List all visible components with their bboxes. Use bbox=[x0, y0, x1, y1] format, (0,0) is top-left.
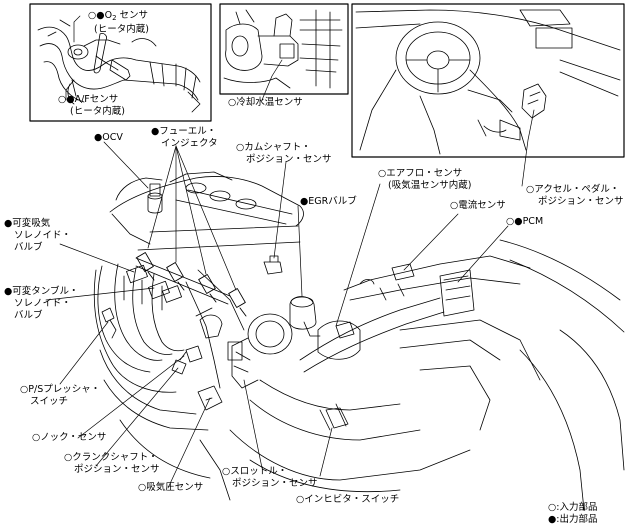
label-egr-valve: ●EGRバルブ bbox=[300, 196, 357, 208]
label-fuel-injector: ●フューエル・ インジェクタ bbox=[151, 126, 218, 150]
label-ocv-line1: ●OCV bbox=[94, 132, 123, 143]
label-ocv: ●OCV bbox=[94, 132, 123, 144]
label-camshaft-position-sensor: ○カムシャフト・ ポジション・センサ bbox=[236, 142, 332, 166]
inset-box-cabin bbox=[351, 3, 625, 158]
label-fuel-injector-line1: ●フューエル・ bbox=[151, 126, 217, 137]
label-variable-tumble-solenoid: ●可変タンブル・ ソレノイド・ バルブ bbox=[4, 286, 79, 322]
legend-input-parts: ○:入力部品 bbox=[548, 502, 598, 513]
label-throttle-line2: ポジション・センサ bbox=[232, 478, 318, 489]
legend-output-parts: ●:出力部品 bbox=[548, 514, 598, 525]
label-accelerator-pedal-position-sensor: ○アクセル・ペダル・ ポジション・センサ bbox=[526, 184, 624, 208]
label-ps-pressure-line1: ○P/Sプレッシャ・ bbox=[20, 384, 101, 395]
label-camshaft-line2: ポジション・センサ bbox=[246, 154, 332, 165]
engine-drawing bbox=[93, 171, 625, 511]
label-throttle-line1: ○スロットル・ bbox=[222, 466, 288, 477]
label-crankshaft-line2: ポジション・センサ bbox=[74, 464, 160, 475]
leader-lines bbox=[45, 15, 535, 489]
label-variable-intake-solenoid: ●可変吸気 ソレノイド・ バルブ bbox=[4, 218, 71, 254]
inset-box-coolant bbox=[219, 3, 349, 95]
label-coolant-temp-sensor-line1: ○冷却水温センサ bbox=[228, 97, 303, 108]
label-airflow-line1: ○エアフロ・センサ bbox=[378, 168, 463, 179]
exhaust-manifold-drawing bbox=[37, 19, 201, 113]
inset-box-o2 bbox=[29, 3, 212, 122]
label-pcm-line1: ○●PCM bbox=[506, 216, 544, 227]
label-fuel-injector-line2: インジェクタ bbox=[161, 138, 218, 149]
label-variable-intake-line2: ソレノイド・ bbox=[14, 230, 72, 241]
label-variable-tumble-line1: ●可変タンブル・ bbox=[4, 286, 79, 297]
label-o2-sensor-line2: (ヒータ内蔵) bbox=[94, 24, 149, 35]
label-o2-sensor-line1-tail: センサ bbox=[116, 10, 149, 21]
label-crankshaft-position-sensor: ○クランクシャフト・ ポジション・センサ bbox=[64, 452, 160, 476]
label-af-sensor-line1: ○●A/Fセンサ bbox=[58, 94, 119, 105]
label-af-sensor: ○●A/Fセンサ (ヒータ内蔵) bbox=[58, 94, 125, 118]
label-current-sensor-line1: ○電流センサ bbox=[450, 200, 506, 211]
label-ps-pressure-switch: ○P/Sプレッシャ・ スイッチ bbox=[20, 384, 100, 408]
cabin-drawing bbox=[355, 9, 621, 155]
label-throttle-position-sensor: ○スロットル・ ポジション・センサ bbox=[222, 466, 318, 490]
label-map-sensor-line1: ○吸気圧センサ bbox=[138, 482, 204, 493]
label-airflow-sensor: ○エアフロ・センサ (吸気温センサ内蔵) bbox=[378, 168, 471, 192]
label-camshaft-line1: ○カムシャフト・ bbox=[236, 142, 311, 153]
label-current-sensor: ○電流センサ bbox=[450, 200, 506, 212]
label-o2-sensor-subscript: 2 bbox=[112, 14, 117, 22]
label-egr-valve-line1: ●EGRバルブ bbox=[300, 196, 357, 207]
label-o2-sensor: ○●O2 センサ (ヒータ内蔵) bbox=[88, 10, 149, 36]
label-variable-tumble-line3: バルブ bbox=[14, 310, 43, 321]
coolant-sensor-drawing bbox=[223, 9, 343, 89]
label-map-sensor: ○吸気圧センサ bbox=[138, 482, 203, 494]
label-o2-sensor-line1: ○●O bbox=[88, 10, 113, 21]
label-crankshaft-line1: ○クランクシャフト・ bbox=[64, 452, 158, 463]
label-airflow-line2: (吸気温センサ内蔵) bbox=[388, 180, 472, 191]
label-accel-line1: ○アクセル・ペダル・ bbox=[526, 184, 620, 195]
label-accel-line2: ポジション・センサ bbox=[538, 196, 624, 207]
label-inhibitor-switch-line1: ○インヒビタ・スイッチ bbox=[296, 494, 400, 505]
label-pcm: ○●PCM bbox=[506, 216, 543, 228]
label-knock-sensor-line1: ○ノック・センサ bbox=[32, 432, 107, 443]
label-af-sensor-line2: (ヒータ内蔵) bbox=[70, 106, 125, 117]
label-knock-sensor: ○ノック・センサ bbox=[32, 432, 106, 444]
legend: ○:入力部品 ●:出力部品 bbox=[548, 502, 598, 526]
label-inhibitor-switch: ○インヒビタ・スイッチ bbox=[296, 494, 399, 506]
label-variable-tumble-line2: ソレノイド・ bbox=[14, 298, 72, 309]
label-coolant-temp-sensor: ○冷却水温センサ bbox=[228, 97, 303, 109]
label-variable-intake-line3: バルブ bbox=[14, 242, 43, 253]
label-ps-pressure-line2: スイッチ bbox=[30, 396, 69, 407]
label-variable-intake-line1: ●可変吸気 bbox=[4, 218, 51, 229]
